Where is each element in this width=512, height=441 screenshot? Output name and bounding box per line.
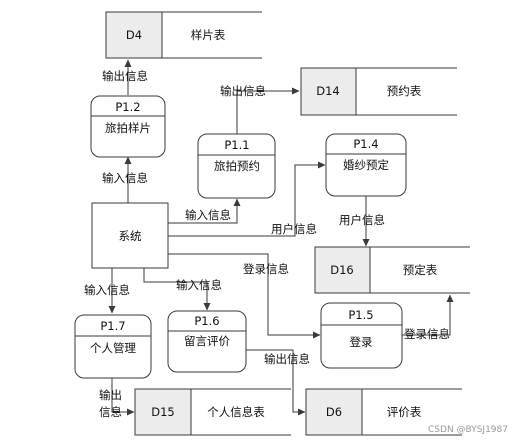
store-id: D6 — [326, 405, 342, 419]
data-store-d16: D16 预定表 — [314, 246, 470, 294]
flow-label-p16-to-d6: 输出信息 — [264, 352, 310, 366]
store-name: 个人信息表 — [207, 405, 265, 419]
process-name: 留言评价 — [184, 334, 230, 348]
store-id: D15 — [151, 405, 175, 419]
flow-label-system-to-p12: 输入信息 — [102, 171, 148, 185]
flow-labels: 输出信息 输出信息 输入信息 输入信息 用户信息 用户信息 登录信息 输入信息 … — [84, 69, 450, 419]
flow-label-p14-to-d16: 用户信息 — [339, 213, 385, 227]
flow-p16-to-d6 — [246, 349, 306, 416]
process-p17: P1.7 个人管理 — [74, 314, 152, 379]
store-id: D4 — [126, 28, 142, 42]
process-name: 婚纱预定 — [343, 158, 389, 172]
flows — [108, 59, 454, 416]
flow-label-system-to-p11: 输入信息 — [185, 208, 231, 222]
process-id: P1.2 — [115, 100, 140, 114]
flow-p15-to-d16 — [402, 294, 454, 336]
data-store-d14: D14 预约表 — [300, 67, 457, 116]
flow-system-to-p14 — [168, 161, 326, 237]
flow-label-system-to-p17: 输入信息 — [84, 283, 130, 297]
process-name: 旅拍预约 — [214, 159, 260, 173]
process-id: P1.6 — [194, 314, 219, 328]
watermark: CSDN @BYSJ1987 — [428, 425, 508, 435]
process-id: P1.7 — [100, 319, 125, 333]
entity-name: 系统 — [119, 229, 142, 243]
store-name: 预约表 — [387, 84, 422, 98]
flow-system-to-p11 — [168, 198, 241, 224]
store-id: D14 — [316, 84, 340, 98]
flow-p11-to-d14 — [236, 87, 300, 134]
flow-system-to-p15 — [168, 253, 321, 339]
store-id: D16 — [330, 263, 354, 277]
data-store-d6: D6 评价表 — [305, 388, 462, 436]
process-p15: P1.5 登录 — [320, 302, 403, 369]
process-name: 登录 — [350, 335, 373, 349]
flow-label-p11-to-d14: 输出信息 — [220, 84, 266, 98]
flow-label-p15-to-d16: 登录信息 — [404, 327, 450, 341]
flow-label-system-to-p14: 用户信息 — [271, 222, 317, 236]
external-entity-system: 系统 — [91, 202, 169, 269]
process-p12: P1.2 旅拍样片 — [90, 95, 166, 158]
store-name: 预定表 — [403, 263, 438, 277]
process-p11: P1.1 旅拍预约 — [197, 133, 276, 199]
store-name: 样片表 — [191, 28, 226, 42]
flow-label-p17-to-d15-line1: 输出 — [99, 388, 122, 402]
flow-label-system-to-p15: 登录信息 — [243, 262, 289, 276]
flow-system-to-p16 — [143, 268, 211, 311]
flow-p17-to-d15 — [111, 378, 135, 416]
process-name: 个人管理 — [90, 341, 136, 355]
process-name: 旅拍样片 — [105, 121, 151, 135]
process-id: P1.1 — [224, 138, 249, 152]
data-store-d15: D15 个人信息表 — [134, 388, 291, 436]
process-id: P1.4 — [353, 137, 378, 151]
data-store-d4: D4 样片表 — [105, 11, 262, 59]
store-name: 评价表 — [387, 405, 422, 419]
process-p16: P1.6 留言评价 — [167, 310, 247, 373]
process-p14: P1.4 婚纱预定 — [325, 133, 407, 197]
flow-label-system-to-p16: 输入信息 — [176, 278, 222, 292]
process-id: P1.5 — [348, 308, 373, 322]
flow-label-p17-to-d15-line2: 信息 — [99, 405, 122, 419]
flow-label-p12-to-d4: 输出信息 — [102, 69, 148, 83]
